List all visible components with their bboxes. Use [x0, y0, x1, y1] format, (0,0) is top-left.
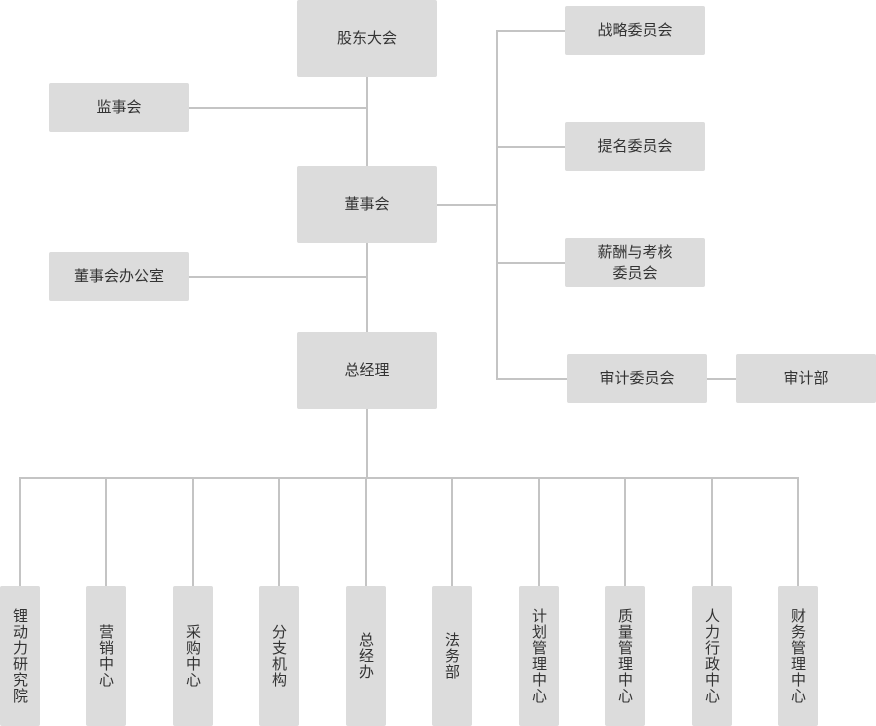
node-department: 分支机构	[259, 586, 299, 726]
connector-line	[437, 204, 497, 206]
node-shareholders-meeting: 股东大会	[297, 0, 437, 77]
node-department: 质量管理中心	[605, 586, 645, 726]
node-department: 财务管理中心	[778, 586, 818, 726]
connector-line	[189, 107, 367, 109]
node-department: 计划管理中心	[519, 586, 559, 726]
node-label: 分支机构	[270, 624, 288, 688]
node-label: 提名委员会	[597, 137, 673, 155]
node-nomination-committee: 提名委员会	[565, 122, 705, 171]
node-label: 董事会	[344, 195, 390, 213]
node-label: 董事会办公室	[73, 267, 164, 285]
node-label: 计划管理中心	[530, 608, 548, 704]
connector-line	[19, 477, 799, 479]
node-label: 营销中心	[97, 624, 115, 688]
node-department: 营销中心	[86, 586, 126, 726]
node-department: 人力行政中心	[692, 586, 732, 726]
connector-line	[624, 477, 626, 586]
node-general-manager: 总经理	[297, 332, 437, 409]
connector-line	[496, 30, 498, 379]
connector-line	[496, 262, 565, 264]
node-department: 锂动力研究院	[0, 586, 40, 726]
node-department: 总经办	[346, 586, 386, 726]
connector-line	[366, 243, 368, 332]
connector-line	[366, 77, 368, 166]
node-label: 审计部	[783, 369, 829, 387]
connector-line	[278, 477, 280, 586]
connector-line	[496, 146, 565, 148]
connector-line	[451, 477, 453, 586]
node-label: 审计委员会	[599, 369, 675, 387]
node-label: 总经理	[344, 361, 390, 379]
connector-line	[797, 477, 799, 586]
node-label: 法务部	[443, 632, 461, 680]
node-audit-committee: 审计委员会	[567, 354, 707, 403]
node-label: 锂动力研究院	[11, 608, 29, 704]
node-department: 采购中心	[173, 586, 213, 726]
connector-line	[707, 378, 736, 380]
connector-line	[19, 477, 21, 586]
connector-line	[496, 30, 565, 32]
connector-line	[366, 409, 368, 478]
connector-line	[365, 477, 367, 586]
node-label: 人力行政中心	[703, 608, 721, 704]
node-compensation-committee: 薪酬与考核 委员会	[565, 238, 705, 287]
node-label: 股东大会	[336, 29, 397, 47]
connector-line	[192, 477, 194, 586]
connector-line	[496, 378, 567, 380]
node-label: 监事会	[96, 98, 142, 116]
node-label: 财务管理中心	[789, 608, 807, 704]
node-supervisory-board: 监事会	[49, 83, 189, 132]
node-label: 战略委员会	[597, 21, 673, 39]
node-label: 总经办	[357, 632, 375, 680]
node-label: 质量管理中心	[616, 608, 634, 704]
node-label: 采购中心	[184, 624, 202, 688]
node-board-office: 董事会办公室	[49, 252, 189, 301]
connector-line	[189, 276, 367, 278]
node-label: 薪酬与考核 委员会	[597, 242, 673, 282]
node-board-of-directors: 董事会	[297, 166, 437, 243]
connector-line	[711, 477, 713, 586]
node-audit-department: 审计部	[736, 354, 876, 403]
connector-line	[105, 477, 107, 586]
node-strategy-committee: 战略委员会	[565, 6, 705, 55]
connector-line	[538, 477, 540, 586]
node-department: 法务部	[432, 586, 472, 726]
